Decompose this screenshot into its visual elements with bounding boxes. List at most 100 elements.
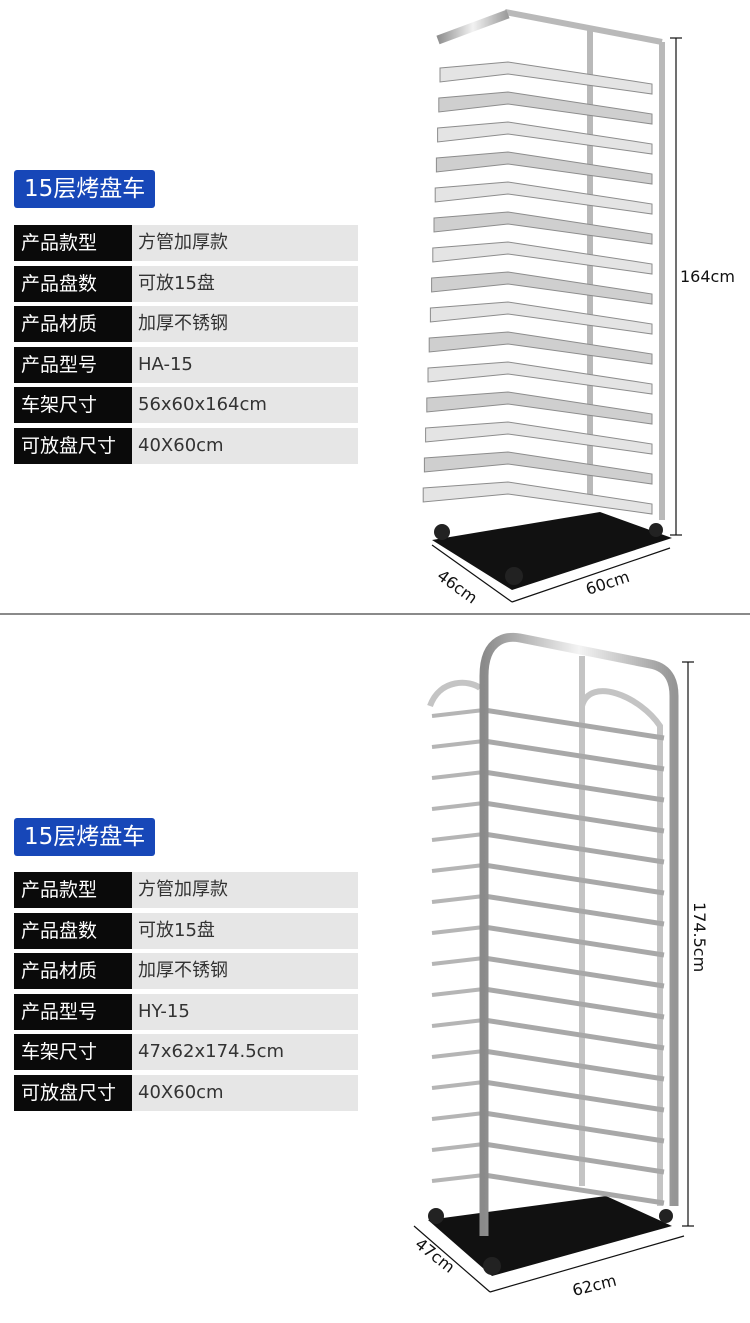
caster-wheels (434, 523, 663, 585)
spec-label: 产品材质 (14, 953, 132, 990)
spec-value: 56x60x164cm (132, 387, 358, 424)
tray-rack-illustration: 174.5cm 47cm 62cm (412, 632, 709, 1300)
tray-rail (483, 862, 665, 896)
tray-rail (483, 1017, 665, 1051)
spec-value: 40X60cm (132, 427, 358, 464)
spec-value: 加厚不锈钢 (132, 306, 358, 343)
spec-label: 产品型号 (14, 346, 132, 383)
tray-rail (431, 925, 485, 935)
tray (425, 421, 653, 455)
spec-row: 产品盘数 可放15盘 (14, 265, 358, 302)
tray (435, 151, 653, 185)
tray-rail (483, 893, 665, 927)
spec-table: 产品款型 方管加厚款 产品盘数 可放15盘 产品材质 加厚不锈钢 产品型号 HA… (14, 225, 358, 469)
tray (433, 211, 653, 245)
tray-rail (483, 738, 665, 772)
spec-label: 产品盘数 (14, 265, 132, 302)
spec-label: 产品款型 (14, 225, 132, 261)
tray (431, 271, 653, 305)
tray-rail (483, 1172, 665, 1206)
product-panel-ha15: 15层烤盘车 产品款型 方管加厚款 产品盘数 可放15盘 产品材质 加厚不锈钢 … (0, 0, 750, 614)
tray-rail (483, 800, 665, 834)
spec-row: 车架尺寸 47x62x174.5cm (14, 1034, 358, 1071)
floor-shadow (428, 1196, 672, 1276)
tray-rail (431, 770, 485, 780)
spec-label: 车架尺寸 (14, 387, 132, 424)
tray-rail (483, 1079, 665, 1113)
spec-row: 产品型号 HA-15 (14, 346, 358, 383)
spec-value: 47x62x174.5cm (132, 1034, 358, 1071)
spec-value: 方管加厚款 (132, 225, 358, 261)
tray (428, 331, 653, 365)
tray (434, 181, 653, 215)
tray-rail (431, 708, 485, 718)
spec-row: 产品盘数 可放15盘 (14, 912, 358, 949)
spec-value: HA-15 (132, 346, 358, 383)
tray-rail (431, 1049, 485, 1059)
depth-dimension-label: 46cm (434, 566, 481, 608)
tray-rail (431, 1142, 485, 1152)
spec-table: 产品款型 方管加厚款 产品盘数 可放15盘 产品材质 加厚不锈钢 产品型号 HY… (14, 872, 358, 1116)
height-dimension-label: 174.5cm (690, 902, 709, 972)
tray (427, 361, 653, 395)
tray-rail (431, 832, 485, 842)
spec-row: 可放盘尺寸 40X60cm (14, 427, 358, 464)
spec-label: 可放盘尺寸 (14, 1074, 132, 1111)
spec-value: 可放15盘 (132, 265, 358, 302)
tray-rail (483, 986, 665, 1020)
tray (429, 301, 653, 335)
tray (439, 61, 653, 95)
tray-rail (483, 1048, 665, 1082)
spec-row: 产品款型 方管加厚款 (14, 872, 358, 908)
caster-wheels (428, 1208, 673, 1275)
spec-row: 产品型号 HY-15 (14, 993, 358, 1030)
tray-rail (431, 1080, 485, 1090)
spec-label: 产品材质 (14, 306, 132, 343)
height-dimension-label: 164cm (680, 267, 735, 286)
tray-rail (431, 894, 485, 904)
tray-rail (483, 924, 665, 958)
tray-rail (431, 956, 485, 966)
tray (437, 121, 653, 155)
spec-label: 产品盘数 (14, 912, 132, 949)
section-divider (0, 613, 750, 615)
spec-label: 产品款型 (14, 872, 132, 908)
product-title: 15层烤盘车 (14, 818, 156, 856)
tray-rail (431, 1173, 485, 1183)
tray-rail (483, 955, 665, 989)
tray-rail (483, 769, 665, 803)
spec-value: 40X60cm (132, 1074, 358, 1111)
spec-label: 产品型号 (14, 993, 132, 1030)
tray-rail (431, 801, 485, 811)
width-dimension-label: 62cm (570, 1271, 618, 1300)
tray (438, 91, 653, 125)
product-panel-hy15: 15层烤盘车 产品款型 方管加厚款 产品盘数 可放15盘 产品材质 加厚不锈钢 … (0, 616, 750, 1323)
tray-stack (422, 61, 653, 515)
spec-value: HY-15 (132, 993, 358, 1030)
tray-rail (431, 1018, 485, 1028)
spec-row: 车架尺寸 56x60x164cm (14, 387, 358, 424)
tray-rail (483, 1141, 665, 1175)
tray-rail (483, 1110, 665, 1144)
tray-rail (483, 831, 665, 865)
tray-rail (431, 1111, 485, 1121)
spec-label: 车架尺寸 (14, 1034, 132, 1071)
spec-label: 可放盘尺寸 (14, 427, 132, 464)
tray (423, 451, 653, 485)
tray-rack-illustration: 164cm 46cm 60cm (422, 9, 735, 608)
spec-value: 方管加厚款 (132, 872, 358, 908)
tray (426, 391, 653, 425)
tray-rail (431, 863, 485, 873)
width-dimension-label: 60cm (583, 567, 631, 599)
spec-row: 可放盘尺寸 40X60cm (14, 1074, 358, 1111)
tray (432, 241, 653, 275)
tray-rail (431, 987, 485, 997)
spec-value: 可放15盘 (132, 912, 358, 949)
spec-row: 产品款型 方管加厚款 (14, 225, 358, 261)
tray-rail (483, 707, 665, 741)
tray (422, 481, 653, 515)
spec-value: 加厚不锈钢 (132, 953, 358, 990)
spec-row: 产品材质 加厚不锈钢 (14, 306, 358, 343)
depth-dimension-label: 47cm (412, 1234, 459, 1277)
floor-shadow (432, 512, 672, 590)
